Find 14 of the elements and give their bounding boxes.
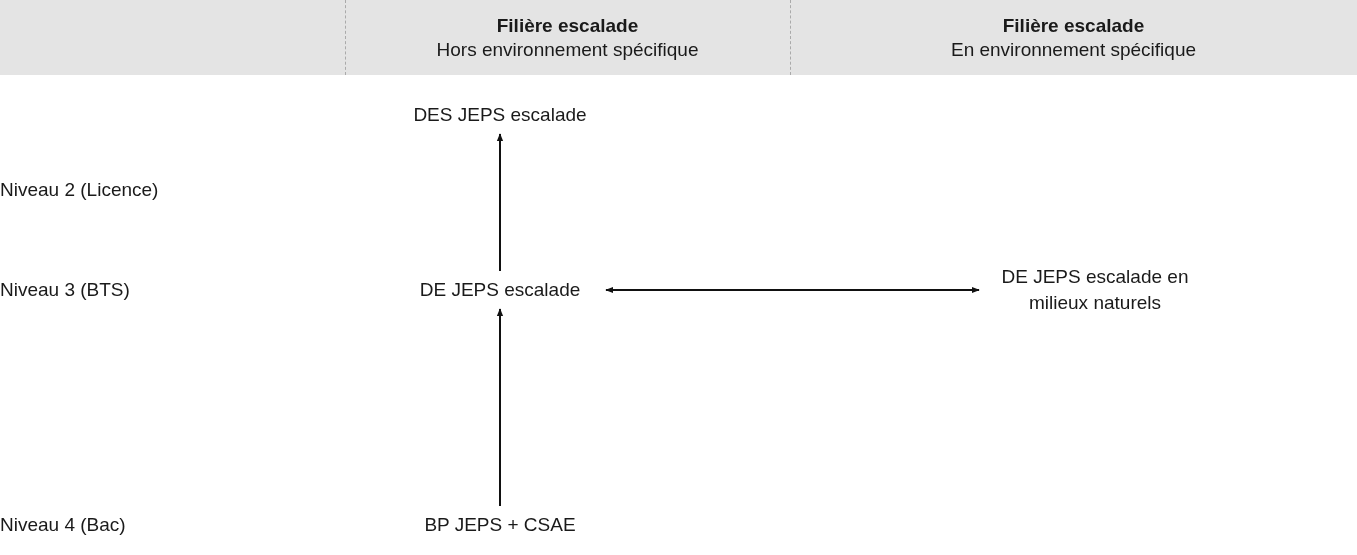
column-subheading: Hors environnement spécifique [436, 37, 699, 62]
column-subheading: En environnement spécifique [950, 37, 1196, 62]
arrow [496, 308, 504, 507]
level-label: Niveau 2 (Licence) [0, 178, 159, 202]
qualification-label: BP JEPS + CSAE [424, 512, 576, 537]
arrow [496, 133, 504, 272]
qualification-label: DE JEPS escalade [419, 277, 581, 302]
level-label: Niveau 4 (Bac) [0, 513, 126, 537]
arrow [605, 286, 980, 294]
column-heading: Filière escalade [496, 13, 639, 38]
qualification-label: DES JEPS escalade [413, 102, 587, 127]
qualification-label: DE JEPS escalade en milieux naturels [1000, 264, 1190, 315]
column-heading: Filière escalade [1002, 13, 1145, 38]
level-label: Niveau 3 (BTS) [0, 278, 130, 302]
